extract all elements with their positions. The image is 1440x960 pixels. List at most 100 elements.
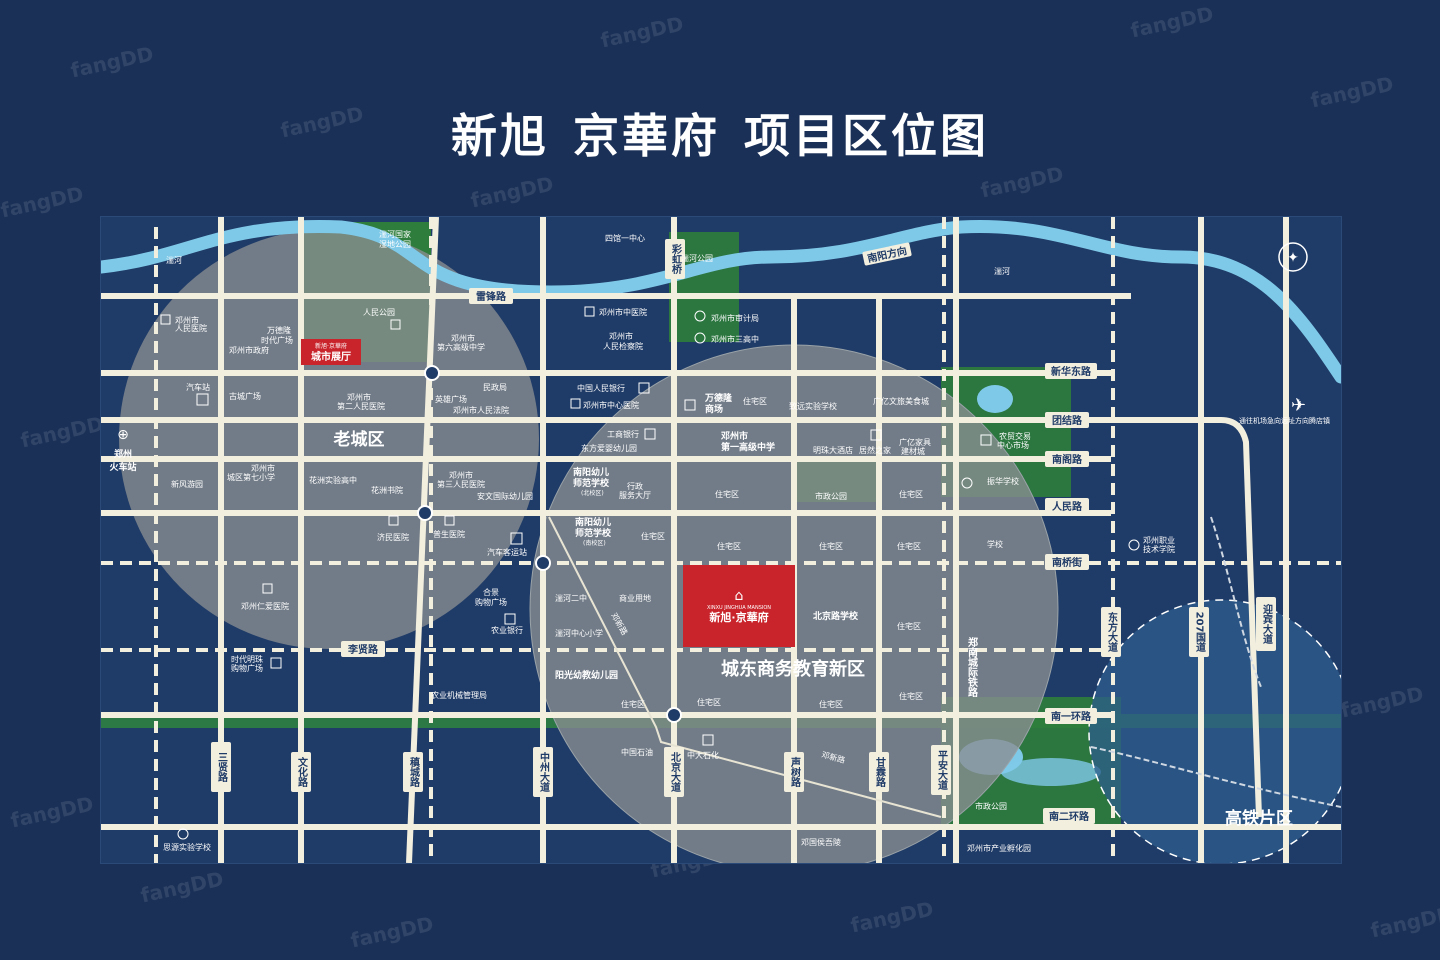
poi-third-middle: 邓州市三高中 xyxy=(711,334,759,344)
river-label: 湍河 xyxy=(994,266,1010,276)
poi-seventh-2: 城区第七小学 xyxy=(227,472,275,482)
road-nanqiao: 南桥街 xyxy=(1052,556,1082,569)
project-logo-icon: ⌂ xyxy=(735,588,744,604)
poi-nanyang-kg-n-3: (北校区) xyxy=(581,489,604,497)
road-tuanjie: 团结路 xyxy=(1052,414,1083,427)
city-hall-box xyxy=(301,339,361,365)
district-hsr: 高铁片区 xyxy=(1225,808,1293,829)
poi-zhenhua: 振华学校 xyxy=(987,476,1019,486)
poi-huanhe-park-2: 湿地公园 xyxy=(379,239,411,249)
project-site xyxy=(683,565,795,647)
watermark: fangDD xyxy=(1338,681,1426,723)
poi-third-hosp-2: 第三人民医院 xyxy=(437,479,485,489)
school-icon xyxy=(1128,539,1140,551)
poi-xinfeng: 新风游园 xyxy=(171,479,203,489)
lake xyxy=(1001,758,1101,786)
road-label-bg xyxy=(1043,808,1095,824)
bank-icon xyxy=(638,382,650,394)
poi-res-10: 住宅区 xyxy=(697,697,721,707)
poi-res-5: 住宅区 xyxy=(717,541,741,551)
poi-wandelong-mall: 万德隆 xyxy=(704,392,733,404)
road-jicheng: 稹城路 xyxy=(408,756,420,788)
location-map: ⌂ 新旭·京華府 XINXU JINGHUA MANSION 新旭·京華府 城市… xyxy=(100,216,1342,864)
poi-renai: 邓州仁爱医院 xyxy=(241,601,289,611)
watermark: fangDD xyxy=(348,911,436,953)
poi-huanhe-primary: 湍河中心小学 xyxy=(555,628,603,638)
poi-siyuan: 思源实验学校 xyxy=(163,842,211,852)
tuan-river xyxy=(101,220,1341,384)
poi-wandelong: 万德隆 xyxy=(267,325,291,335)
road-dongfang: 东方大道 xyxy=(1106,611,1118,653)
hsr-district-circle xyxy=(1089,600,1341,863)
station-marker xyxy=(417,505,433,521)
poster-title: 新旭京華府项目区位图 xyxy=(0,100,1440,166)
poi-res-8: 住宅区 xyxy=(897,621,921,631)
compass-icon xyxy=(1278,242,1308,272)
shop-icon xyxy=(870,429,882,441)
watermark: fangDD xyxy=(8,791,96,833)
map-canvas: ⌂ 新旭·京華府 XINXU JINGHUA MANSION 新旭·京華府 城市… xyxy=(101,217,1341,863)
poi-zhiyuan: 致远实验学校 xyxy=(789,401,837,411)
poi-hejing-2: 购物广场 xyxy=(475,597,507,607)
poi-icbc: 工商银行 xyxy=(607,429,639,439)
poi-first-high-2: 第一高级中学 xyxy=(721,441,775,453)
train-icon: ⊕ xyxy=(117,427,129,443)
road-label-bg xyxy=(869,752,889,792)
bus-icon xyxy=(196,393,209,406)
road-label-bg xyxy=(1256,597,1276,651)
poi-commercial: 商业用地 xyxy=(619,593,651,603)
poi-huanhe-second: 湍河二中 xyxy=(555,593,587,603)
road-nanchuang: 南阁路 xyxy=(1052,453,1083,466)
poi-wandelong-mall-2: 商场 xyxy=(705,403,723,415)
hospital-icon xyxy=(444,515,455,526)
district-old-city: 老城区 xyxy=(333,429,385,450)
poi-wandelong-2: 时代广场 xyxy=(261,335,293,345)
road-label-bg xyxy=(664,747,684,797)
poi-jiren: 济民医院 xyxy=(377,532,409,542)
poi-agri-market-2: 中心市场 xyxy=(997,440,1029,450)
river-label: 湍河 xyxy=(166,255,182,265)
poi-admin: 行政 xyxy=(627,481,643,491)
poi-civil: 民政局 xyxy=(483,382,507,392)
poi-third-hosp: 邓州市 xyxy=(449,470,473,480)
poi-sinopec: 中大石化 xyxy=(687,750,719,760)
hsr-district-border xyxy=(1088,599,1341,863)
poi-guangyi-home: 广亿家具 xyxy=(899,437,931,447)
hospital-icon xyxy=(390,319,401,330)
poi-res: 住宅区 xyxy=(743,396,767,406)
poi-petrochina: 中国石油 xyxy=(621,747,653,757)
poi-res-9: 住宅区 xyxy=(621,699,645,709)
poi-wanquan: 市政公园 xyxy=(975,801,1007,811)
poi-nanyang-kg-s-2: 师范学校 xyxy=(575,527,612,539)
airplane-icon: ✈ xyxy=(1291,395,1306,416)
project-name-part1: 新旭 xyxy=(451,109,549,163)
station-marker xyxy=(666,707,682,723)
road-shengshu: 声树路 xyxy=(789,756,802,788)
road-label-bg xyxy=(211,742,231,792)
poi-city-gov: 邓州市政府 xyxy=(229,345,269,355)
project-logo-en: XINXU JINGHUA MANSION xyxy=(707,605,771,611)
bank-icon xyxy=(504,613,516,625)
road-south-ring2: 南二环路 xyxy=(1049,810,1090,823)
station-marker xyxy=(424,365,440,381)
district-east: 城东商务教育新区 xyxy=(721,658,865,680)
poi-stats: 邓州市审计局 xyxy=(711,313,759,323)
road-label-bg xyxy=(1045,363,1097,379)
hospital-icon xyxy=(584,306,595,317)
poi-guangyi-home-2: 建材城 xyxy=(901,446,925,456)
watermark: fangDD xyxy=(468,171,556,213)
stations xyxy=(417,365,682,723)
airport-label: 通往机场急向远址方向腾店镇 xyxy=(1239,416,1330,425)
poi-huanhe-park2: 湍河公园 xyxy=(681,253,713,263)
caihong-bridge: 彩虹桥 xyxy=(670,243,683,275)
school-icon xyxy=(177,828,189,840)
road-lixian: 李贤路 xyxy=(347,643,379,656)
poi-sixth-high: 邓州市 xyxy=(451,333,475,343)
poi-res-11: 住宅区 xyxy=(819,699,843,709)
road-yingbin: 迎宾大道 xyxy=(1261,603,1273,645)
poi-hospital-1b: 人民医院 xyxy=(175,323,207,333)
poi-school: 学校 xyxy=(987,539,1003,549)
poi-sunshine-kg: 阳光幼教幼儿园 xyxy=(555,669,618,681)
road-label-bg xyxy=(403,752,423,792)
bank-icon xyxy=(644,428,656,440)
